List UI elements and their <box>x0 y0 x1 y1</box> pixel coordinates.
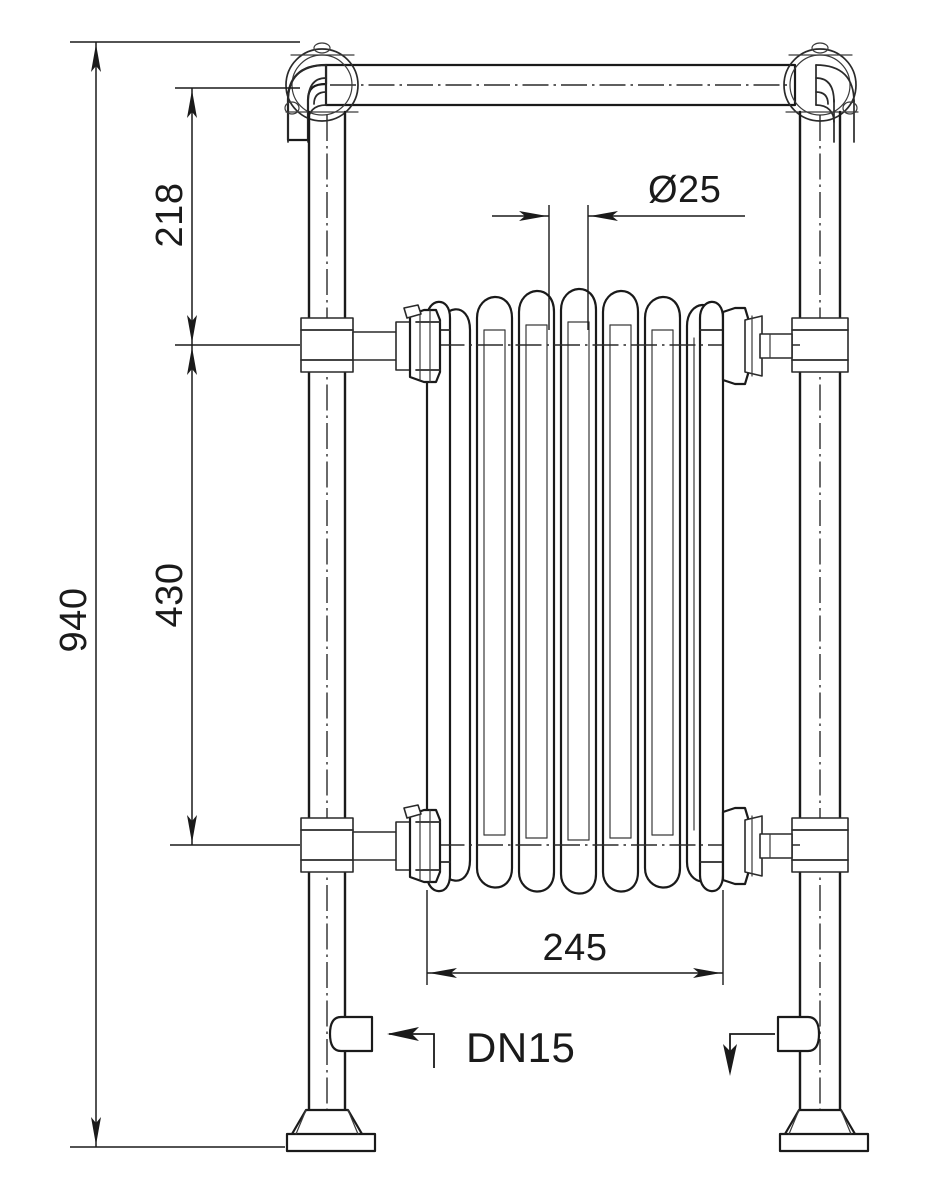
dn15-label: DN15 <box>466 1024 575 1071</box>
upper-right-valve <box>721 306 793 386</box>
right-dn15-fitting <box>776 1015 821 1053</box>
lower-right-valve <box>721 806 793 886</box>
lower-left-valve <box>352 804 442 884</box>
dimension-label-diameter-25: Ø25 <box>648 169 721 211</box>
overall-height-dimension: 940 <box>53 41 300 1148</box>
radiator-left-header <box>425 300 452 893</box>
towel-rail-frame <box>284 42 870 1153</box>
radiator-body <box>400 287 800 895</box>
left-vertical-leg <box>285 110 377 1153</box>
right-vertical-leg <box>778 110 870 1153</box>
upper-left-valve <box>352 304 442 384</box>
top-horizontal-rail <box>324 63 797 107</box>
left-dn15-fitting <box>328 1015 374 1053</box>
radiator-fins <box>438 287 719 895</box>
dimension-label-940: 940 <box>53 588 95 653</box>
dimension-label-218: 218 <box>149 183 191 248</box>
top-right-elbow-joint <box>783 42 859 143</box>
radiator-width-dimension: 245 <box>426 890 724 985</box>
dimension-label-245: 245 <box>543 927 608 969</box>
top-rail-to-upper-valve-dimension: 218 <box>149 87 300 345</box>
dimension-label-430: 430 <box>149 563 191 628</box>
dn15-connection-callout: DN15 <box>387 1024 575 1071</box>
tube-diameter-callout: Ø25 <box>492 169 745 330</box>
valve-centre-distance-dimension: 430 <box>149 344 300 846</box>
radiator-right-header <box>698 300 725 893</box>
right-connection-leader <box>723 1033 775 1076</box>
